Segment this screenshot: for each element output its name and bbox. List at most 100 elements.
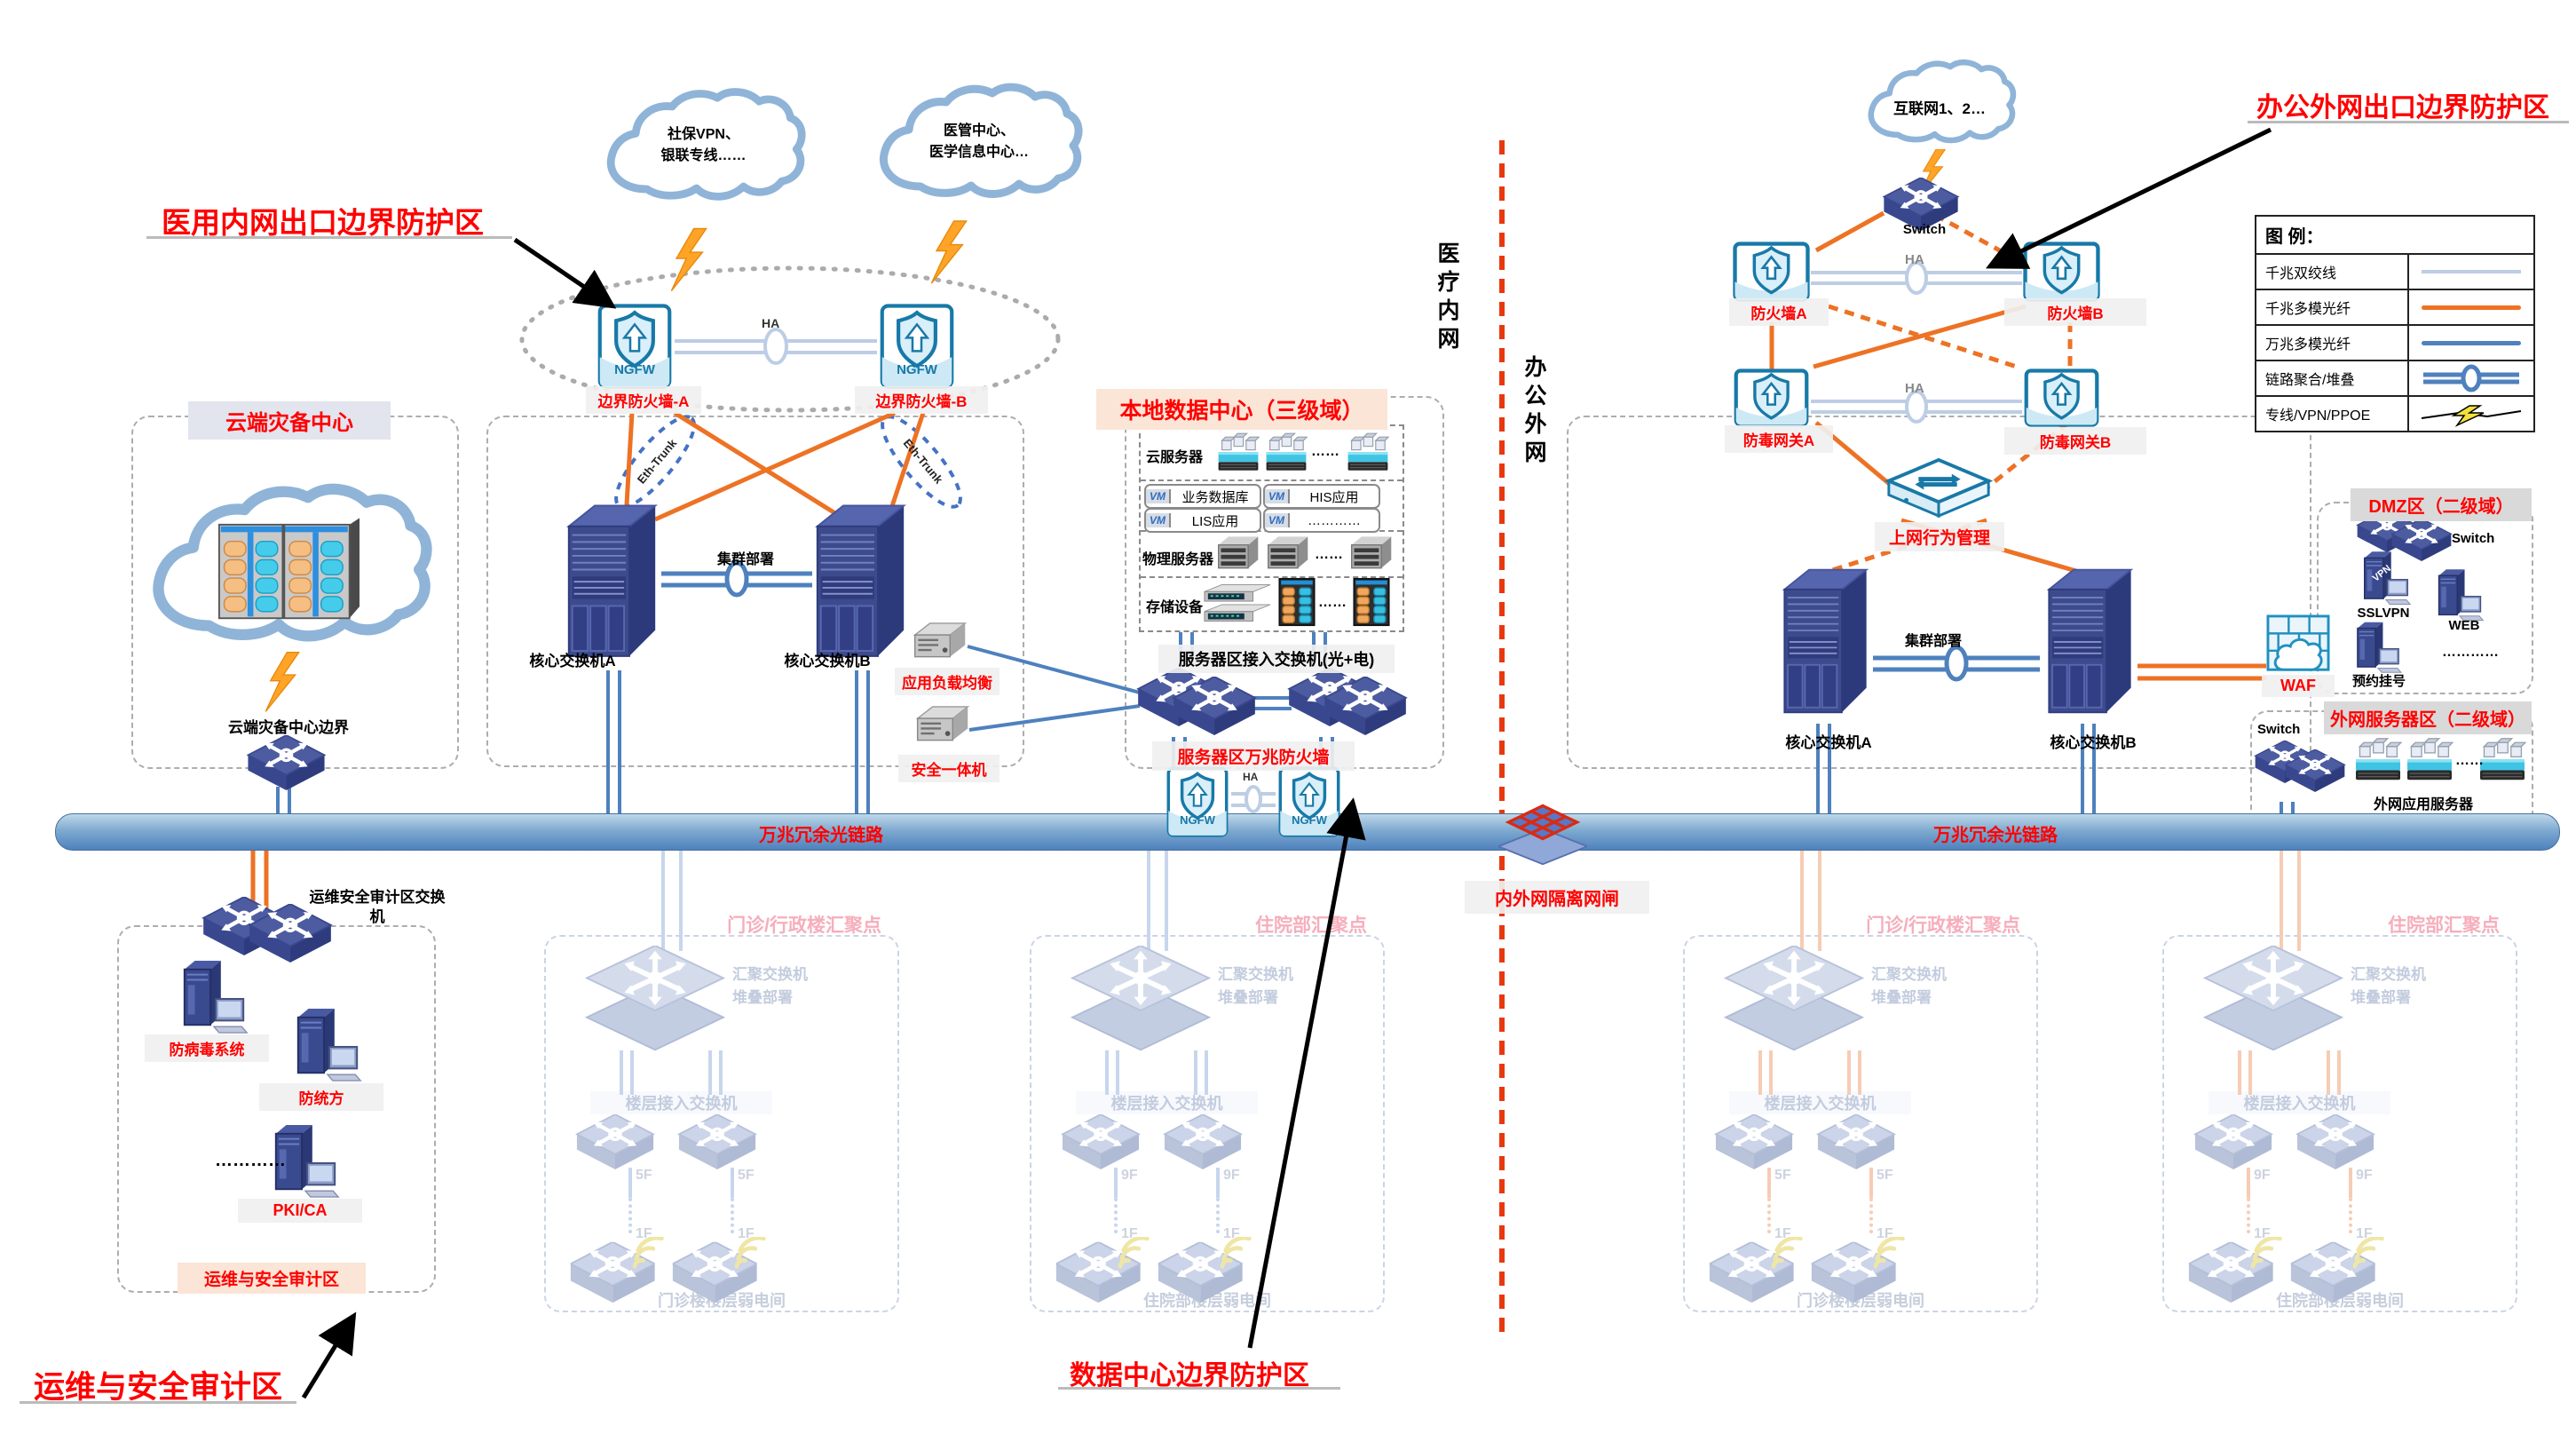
ops-zone-footer: 运维与安全审计区 [178, 1263, 366, 1294]
legend-title: 图 例： [2265, 227, 2324, 247]
legend: 图 例： 千兆双绞线 千兆多模光纤 万兆多模光纤 链路聚合/堆叠 专线/VPN/… [2255, 215, 2535, 432]
cloud-server-icon [1265, 432, 1308, 472]
annotation-ops-audit-zone: 运维与安全审计区 [34, 1370, 283, 1405]
ha-label: HA [762, 316, 780, 330]
internet-switch-label: Switch [1902, 222, 1947, 237]
ellipsis-dots: ………… [2442, 645, 2499, 660]
floor-label-bottom: 1F [1121, 1226, 1138, 1241]
antivirus-gateway-b-label: 防毒网关B [2004, 427, 2146, 455]
disk-cabinet-icon [1277, 577, 1316, 627]
vm-app-name: ………… [1308, 512, 1361, 528]
dr-edge-switch-icon [244, 735, 328, 790]
vm-app-name: LIS应用 [1191, 513, 1239, 529]
office-extranet-vertical-label: 办公外网 [1521, 355, 1546, 469]
agg-stack-label: 堆叠部署 [1871, 988, 1932, 1006]
legend-label: 万兆多模光纤 [2265, 337, 2351, 353]
ngfw-caption: NGFW [897, 362, 937, 377]
border-firewall-b-label: 边界防火墙-B [855, 386, 988, 414]
ellipsis-dots: …… [1311, 444, 1339, 459]
cloud-text-line: 医管中心、 [943, 123, 1015, 139]
antivirus-gateway-a-icon [1732, 368, 1811, 427]
antitongfang-label: 防统方 [259, 1083, 383, 1111]
floor-label-top: 9F [1223, 1168, 1240, 1183]
internet-cloud-label: 互联网1、2… [1893, 100, 1986, 117]
annotation-underline [20, 1401, 296, 1404]
office-core-switch-a-icon [1775, 566, 1875, 726]
annotation-office-exit-zone: 办公外网出口边界防护区 [2256, 93, 2549, 123]
border-fw-ellipse [519, 265, 1061, 413]
vm-badge: VM [1146, 513, 1171, 527]
ext-switch-icon [2283, 749, 2347, 792]
network-gatekeeper-label: 内外网隔离网闸 [1465, 881, 1649, 914]
floor-access-switch-label: 楼层接入交换机 [1729, 1091, 1911, 1114]
legend-label: 链路聚合/堆叠 [2265, 373, 2355, 388]
ngfw-caption: NGFW [1180, 813, 1215, 827]
ext-switch-label: Switch [2257, 722, 2301, 737]
section-outpatient-admin-2: 门诊/行政楼汇聚点 汇聚交换机堆叠部署 楼层接入交换机 5F 5F 1F 1F … [1683, 849, 2038, 1312]
ops-audit-switch-label: 运维安全审计区交换机 [309, 889, 446, 926]
floor-access-switch-label: 楼层接入交换机 [1076, 1091, 1258, 1114]
antivirus-label: 防病毒系统 [145, 1034, 269, 1062]
agg-stack-label: 堆叠部署 [732, 988, 793, 1006]
floor-label-top: 5F [1774, 1168, 1791, 1183]
disk-cabinet-icon [1352, 577, 1391, 627]
lightning-icon [670, 218, 707, 302]
floor-label-top: 5F [1877, 1168, 1893, 1183]
load-balancer-label: 应用负载均衡 [895, 668, 1000, 695]
ellipsis-dots: …… [1315, 547, 1343, 562]
legend-row-vpn: 专线/VPN/PPOE [2256, 395, 2533, 431]
server-zone-firewall-label: 服务器区万兆防火墙 [1152, 741, 1355, 771]
floor-label-top: 5F [636, 1168, 652, 1183]
office-core-switch-b-icon [2040, 566, 2139, 726]
section-title: 门诊/行政楼汇聚点 [1866, 915, 2020, 936]
booking-server-icon [2352, 620, 2404, 677]
cloud-server-row-label: 云服务器 [1146, 450, 1204, 465]
office-firewall-b-icon [2022, 242, 2101, 302]
office-firewall-b-label: 防火墙B [2004, 298, 2146, 326]
datacenter-title: 本地数据中心（三级域） [1096, 389, 1387, 430]
server-access-switch-icon [1321, 677, 1410, 735]
vm-lis-app: VM LIS应用 [1144, 508, 1261, 533]
cloud-server-icon [1217, 432, 1260, 472]
vm-badge: VM [1265, 489, 1290, 503]
vm-app-name: 业务数据库 [1181, 489, 1249, 505]
section-outpatient-admin-1: 门诊/行政楼汇聚点 汇聚交换机堆叠部署 楼层接入交换机 5F 5F 1F 1F … [544, 849, 899, 1312]
floor-label-bottom: 1F [738, 1226, 755, 1241]
dmz-title: DMZ区（二级域） [2351, 488, 2532, 521]
sslvpn-server-icon [2359, 549, 2413, 609]
vm-badge: VM [1265, 513, 1290, 527]
medical-core-zone-box [486, 416, 1024, 767]
web-server-icon [2434, 566, 2485, 625]
load-balancer-icon [910, 620, 968, 669]
legend-row-lag: 链路聚合/堆叠 [2256, 360, 2533, 395]
cloud-text-line: 社保VPN、 [668, 127, 739, 142]
cloud-server-icon [1347, 432, 1389, 472]
office-core-zone-box [1567, 416, 2311, 769]
ellipsis-dots: …… [1318, 595, 1347, 610]
office-cluster-label: 集群部署 [1905, 634, 1963, 649]
office-core-a-label: 核心交换机A [1785, 734, 1872, 751]
section-footer: 住院部楼层弱电间 [1143, 1292, 1271, 1310]
lightning-icon [930, 213, 968, 291]
waf-icon [2266, 614, 2330, 677]
eth-trunk-ellipse-left [614, 415, 696, 509]
antivirus-gateway-b-icon [2022, 368, 2101, 427]
antitongfang-server-icon [291, 1005, 364, 1087]
section-inpatient-2: 住院部汇聚点 汇聚交换机堆叠部署 楼层接入交换机 9F 9F 1F 1F 住院部… [2162, 849, 2517, 1312]
booking-label: 预约挂号 [2351, 674, 2406, 689]
behavior-management-label: 上网行为管理 [1875, 522, 2004, 551]
security-appliance-label: 安全一体机 [898, 755, 1000, 782]
social-vpn-cloud-label: 社保VPN、 银联专线…… [626, 124, 781, 167]
core-switch-a-icon [562, 500, 661, 673]
ha-label: HA [1905, 381, 1924, 396]
pki-ca-label: PKI/CA [238, 1199, 362, 1223]
lag-sample [2407, 361, 2533, 395]
office-firewall-a-label: 防火墙A [1729, 298, 1829, 326]
10ge-mm-line-sample [2407, 326, 2533, 360]
floor-label-bottom: 1F [2254, 1226, 2271, 1241]
ext-app-server-icon [2478, 737, 2526, 781]
legend-label: 千兆双绞线 [2265, 266, 2337, 281]
